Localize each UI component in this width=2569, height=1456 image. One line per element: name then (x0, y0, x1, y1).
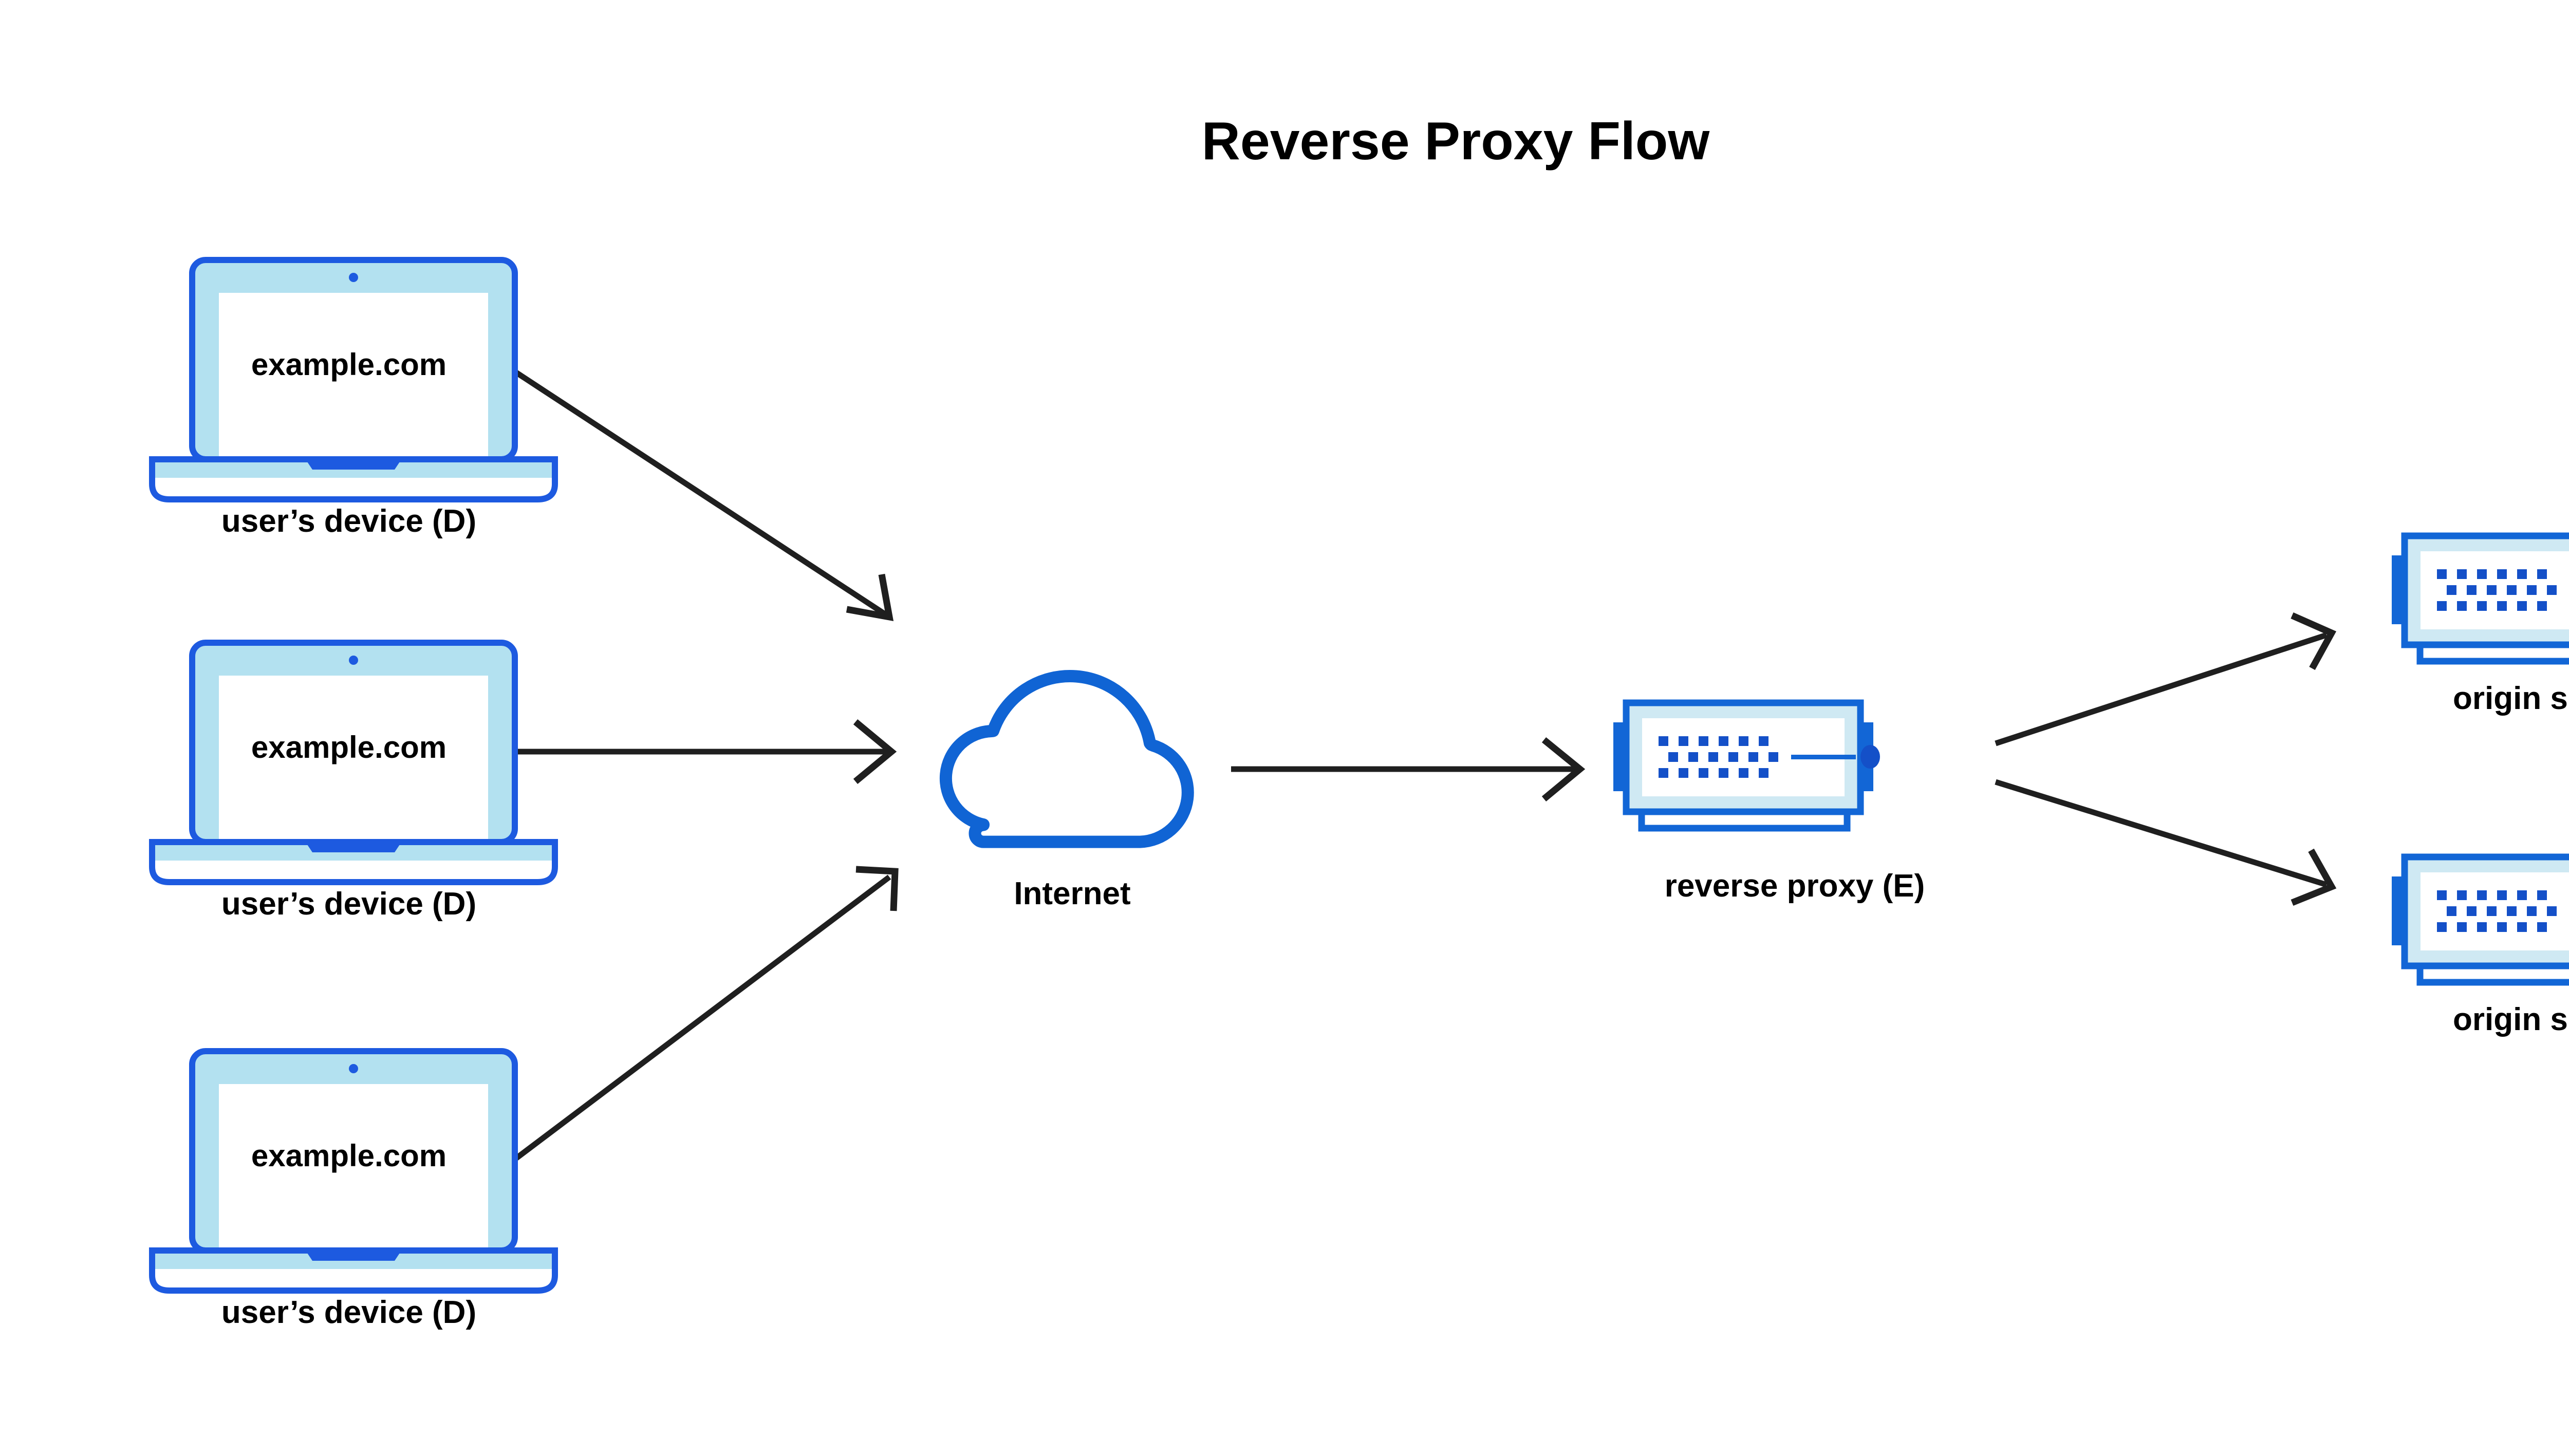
arrow-proxy-to-origin2 (1995, 779, 2337, 906)
node-reverse-proxy[interactable]: reverse proxy (E) (1613, 703, 1925, 904)
arrow-device2-to-internet (502, 719, 897, 785)
node-user-device-2[interactable]: example.com user’s device (D) (152, 643, 555, 922)
node-user-device-3[interactable]: example.com user’s device (D) (152, 1051, 555, 1330)
server-icon (1613, 703, 1880, 828)
arrow-proxy-to-origin1 (1995, 612, 2337, 746)
arrow-device3-to-internet (512, 866, 899, 1163)
server-icon (2392, 536, 2569, 661)
node-origin-server-2[interactable]: origin server (F) (2392, 857, 2569, 1037)
node-internet[interactable]: Internet (946, 676, 1188, 911)
reverse-proxy-label: reverse proxy (E) (1665, 868, 1925, 904)
cloud-icon (946, 676, 1188, 842)
page-title: Reverse Proxy Flow (1202, 111, 1710, 171)
node-origin-server-1[interactable]: origin server (F) (2392, 536, 2569, 716)
origin-server-1-label: origin server (F) (2453, 681, 2569, 716)
device2-label: user’s device (D) (221, 886, 476, 922)
flow-arrows (502, 368, 2337, 1163)
device2-screen-text: example.com (251, 730, 446, 764)
server-icon (2392, 857, 2569, 982)
device1-label: user’s device (D) (221, 503, 476, 539)
arrow-internet-to-proxy (1231, 737, 1586, 802)
origin-server-2-label: origin server (F) (2453, 1002, 2569, 1037)
node-user-device-1[interactable]: example.com user’s device (D) (152, 260, 555, 539)
arrow-device1-to-internet (512, 368, 894, 622)
internet-label: Internet (1014, 876, 1130, 911)
device3-screen-text: example.com (251, 1138, 446, 1173)
device1-screen-text: example.com (251, 347, 446, 382)
device3-label: user’s device (D) (221, 1295, 476, 1330)
